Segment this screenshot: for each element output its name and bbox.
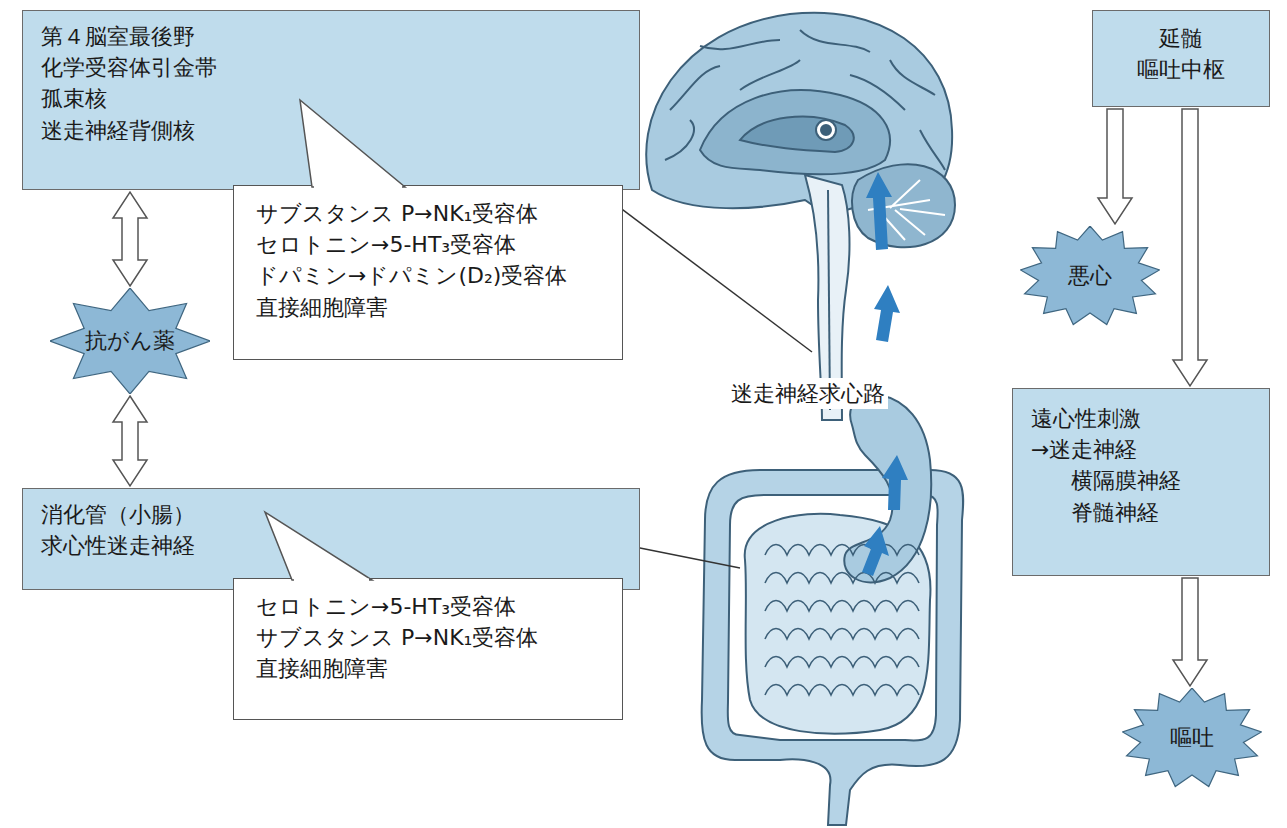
callout-tail — [300, 100, 405, 187]
node-text: 遠心性刺激 — [1031, 403, 1251, 434]
drug-star: 抗がん薬 — [50, 288, 210, 394]
node-text: 求心性迷走神経 — [41, 530, 621, 561]
intestine-coil — [765, 545, 919, 556]
intestine-coil — [765, 601, 919, 612]
mechanism-text: 直接細胞障害 — [256, 292, 600, 323]
block-arrow — [113, 192, 147, 286]
digestive-tract-illustration — [702, 394, 964, 825]
block-arrow — [1098, 109, 1132, 224]
node-text: 抗がん薬 — [85, 325, 175, 356]
node-text: 横隔膜神経 — [1031, 465, 1251, 496]
node-text: 延髄 — [1103, 23, 1259, 54]
brain-illustration — [646, 13, 955, 420]
region-box: 第４脳室最後野化学受容体引金帯孤束核迷走神経背側核 — [22, 10, 640, 190]
intestine-coil — [765, 657, 919, 668]
center-box: 延髄嘔吐中枢 — [1092, 10, 1270, 107]
afferent-arrows — [862, 172, 908, 576]
mechanism-text: サブスタンス P→NK₁受容体 — [256, 198, 600, 229]
region-box: 消化管（小腸）求心性迷走神経 — [22, 488, 640, 590]
mechanism-text: ドパミン→ドパミン(D₂)受容体 — [256, 260, 600, 291]
node-text: 孤束核 — [41, 83, 621, 114]
mechanism-text: サブスタンス P→NK₁受容体 — [256, 622, 600, 653]
mechanism-text: セロトニン→5-HT₃受容体 — [256, 591, 600, 622]
node-text: 第４脳室最後野 — [41, 21, 621, 52]
symptom-burst: 嘔吐 — [1122, 688, 1262, 788]
intestine-coil — [765, 573, 919, 584]
efferent-box: 遠心性刺激→迷走神経横隔膜神経脊髄神経 — [1012, 388, 1270, 576]
callout-bubble: サブスタンス P→NK₁受容体セロトニン→5-HT₃受容体ドパミン→ドパミン(D… — [233, 185, 623, 360]
block-arrow — [1173, 109, 1207, 386]
mechanism-text: 直接細胞障害 — [256, 653, 600, 684]
node-text: →迷走神経 — [1031, 434, 1251, 465]
node-text: 化学受容体引金帯 — [41, 52, 621, 83]
callout-tail — [265, 512, 372, 580]
callout-bubble: セロトニン→5-HT₃受容体サブスタンス P→NK₁受容体直接細胞障害 — [233, 578, 623, 720]
intestine-coil — [765, 685, 919, 696]
intestine-coil — [765, 629, 919, 640]
symptom-burst: 悪心 — [1020, 226, 1160, 326]
node-text: 消化管（小腸） — [41, 499, 621, 530]
node-text: 迷走神経背側核 — [41, 115, 621, 146]
node-text: 嘔吐中枢 — [1103, 54, 1259, 85]
mechanism-text: セロトニン→5-HT₃受容体 — [256, 229, 600, 260]
node-text: 悪心 — [1068, 260, 1112, 291]
block-arrow — [1173, 578, 1207, 686]
pathway-label: 迷走神経求心路 — [728, 378, 888, 409]
small-intestine-coils — [765, 545, 919, 696]
block-arrow — [113, 396, 147, 486]
node-text: 嘔吐 — [1170, 722, 1214, 753]
node-text: 脊髄神経 — [1031, 497, 1251, 528]
